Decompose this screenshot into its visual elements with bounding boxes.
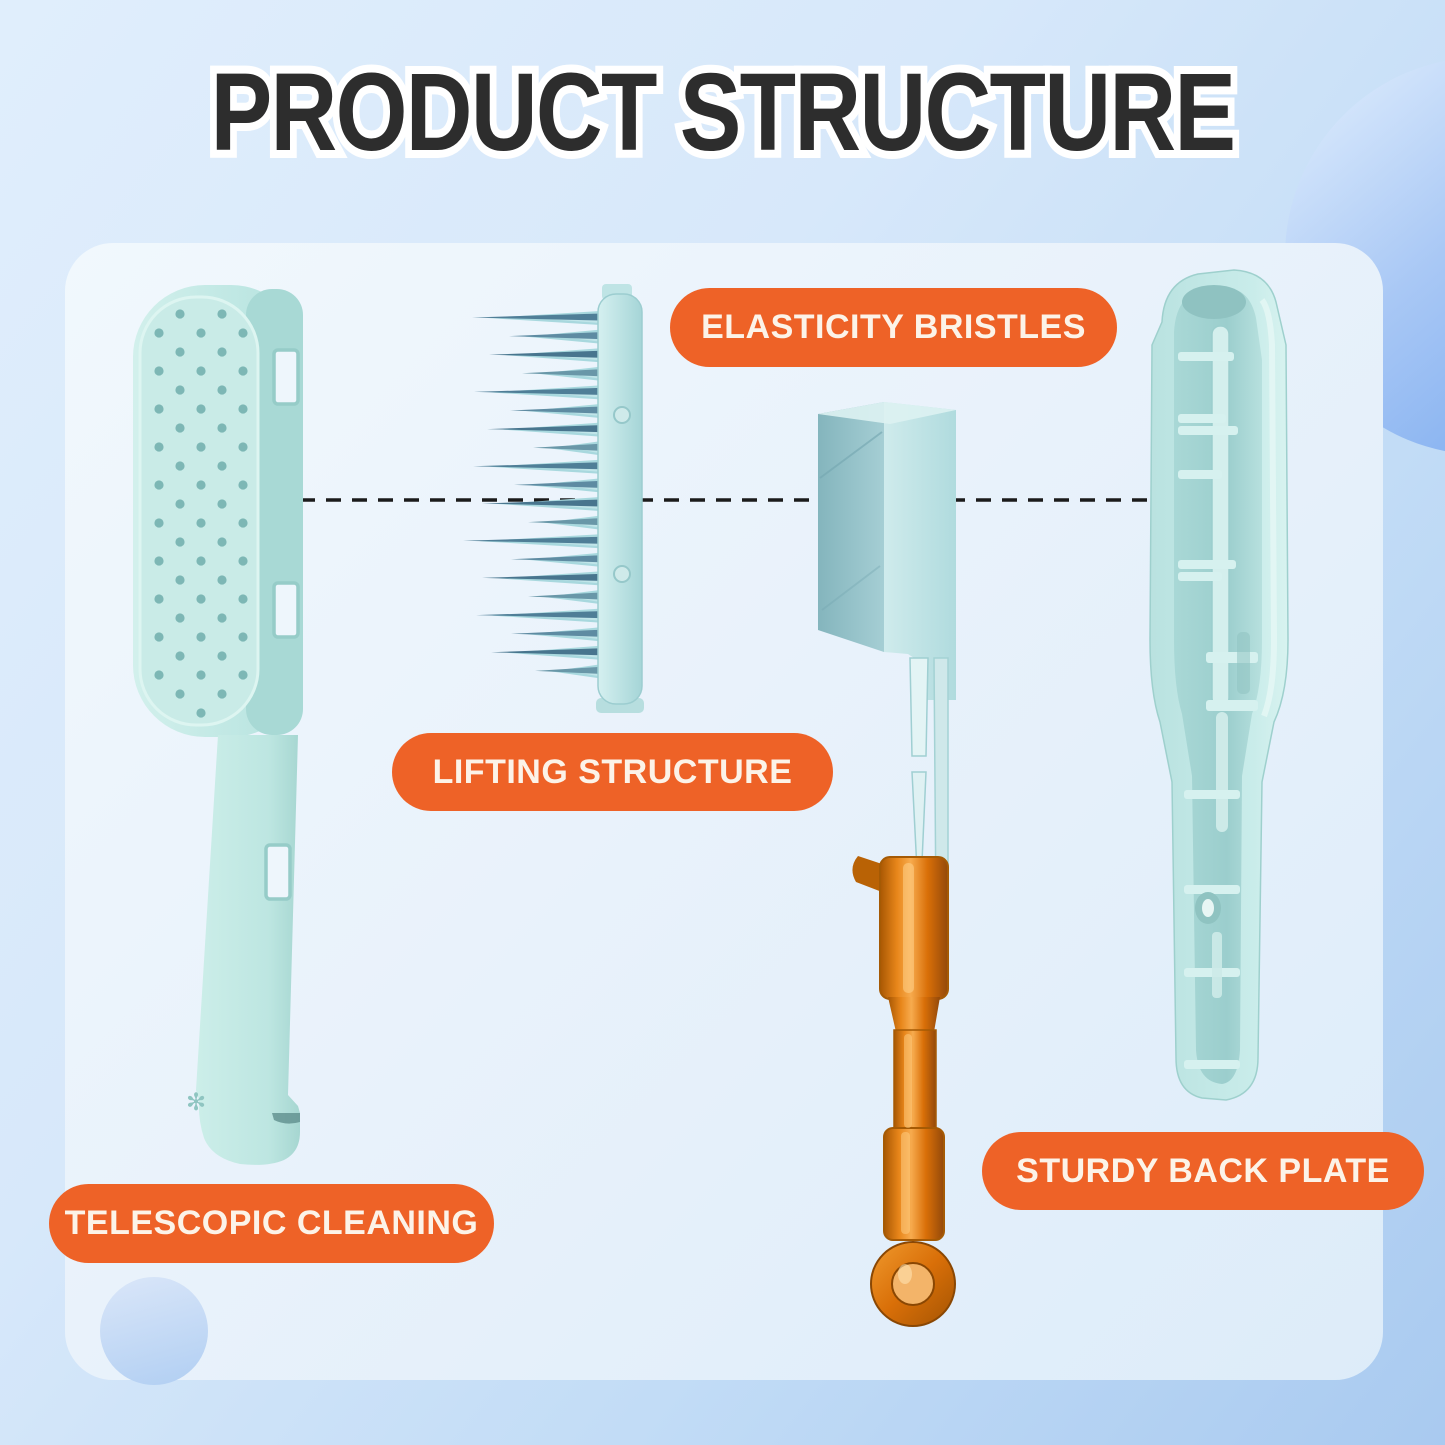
label-telescopic-cleaning: TELESCOPIC CLEANING — [49, 1184, 494, 1263]
bristle-block-part — [463, 284, 644, 713]
lift-stem-left-tip — [911, 771, 927, 873]
lower-rib — [1216, 712, 1228, 832]
clip-slot — [272, 348, 300, 406]
back-plate-part — [1149, 269, 1289, 1101]
push-rod — [852, 856, 956, 1327]
molded-logo-mark: ✻ — [186, 1089, 206, 1116]
label-elasticity-bristles: ELASTICITY BRISTLES — [670, 288, 1117, 367]
rod-neck — [888, 997, 940, 1032]
label-sturdy-back-plate: STURDY BACK PLATE — [982, 1132, 1424, 1210]
screw-eyelet-hole — [1202, 899, 1214, 917]
perforation-holes — [145, 303, 253, 719]
lifting-box-right-face — [884, 402, 956, 700]
side-ribs — [1178, 352, 1258, 1069]
bristle-spine — [597, 293, 643, 705]
clip-slot — [272, 581, 300, 639]
handle-hook-slit — [272, 1113, 300, 1124]
label-text: STURDY BACK PLATE — [1016, 1151, 1390, 1190]
cleaning-plate-part: ✻ — [133, 285, 303, 1165]
lifting-mechanism-part — [818, 402, 956, 1327]
plate-edge-highlight — [1259, 298, 1278, 718]
rod-latch — [852, 856, 882, 892]
page-title-outline: PRODUCT STRUCTURE — [204, 43, 1243, 182]
rod-mid-section — [893, 1029, 937, 1133]
spine-peg — [613, 406, 631, 424]
elastic-bristles — [463, 311, 600, 679]
plate-slot — [1237, 632, 1250, 694]
label-text: TELESCOPIC CLEANING — [64, 1204, 479, 1242]
label-text: LIFTING STRUCTURE — [432, 752, 793, 791]
label-lifting-structure: LIFTING STRUCTURE — [392, 733, 833, 811]
back-plate-top-opening — [1182, 285, 1246, 319]
clip-slot — [264, 843, 292, 901]
pull-ring-hole — [891, 1262, 935, 1306]
lifting-box-left-face — [818, 402, 884, 652]
lifting-box-top-edge — [818, 402, 956, 424]
center-rib — [1211, 325, 1230, 707]
label-text: ELASTICITY BRISTLES — [701, 308, 1086, 346]
decor-circle-bottom-left — [100, 1277, 208, 1385]
lift-stem-left — [909, 657, 929, 757]
page-title-text: PRODUCT STRUCTURE — [210, 51, 1236, 175]
page-title: PRODUCT STRUCTURE PRODUCT STRUCTURE — [116, 43, 1330, 193]
cleaning-plate-handle — [196, 735, 300, 1165]
rod-lower-section — [883, 1127, 945, 1241]
spine-peg — [613, 565, 631, 583]
